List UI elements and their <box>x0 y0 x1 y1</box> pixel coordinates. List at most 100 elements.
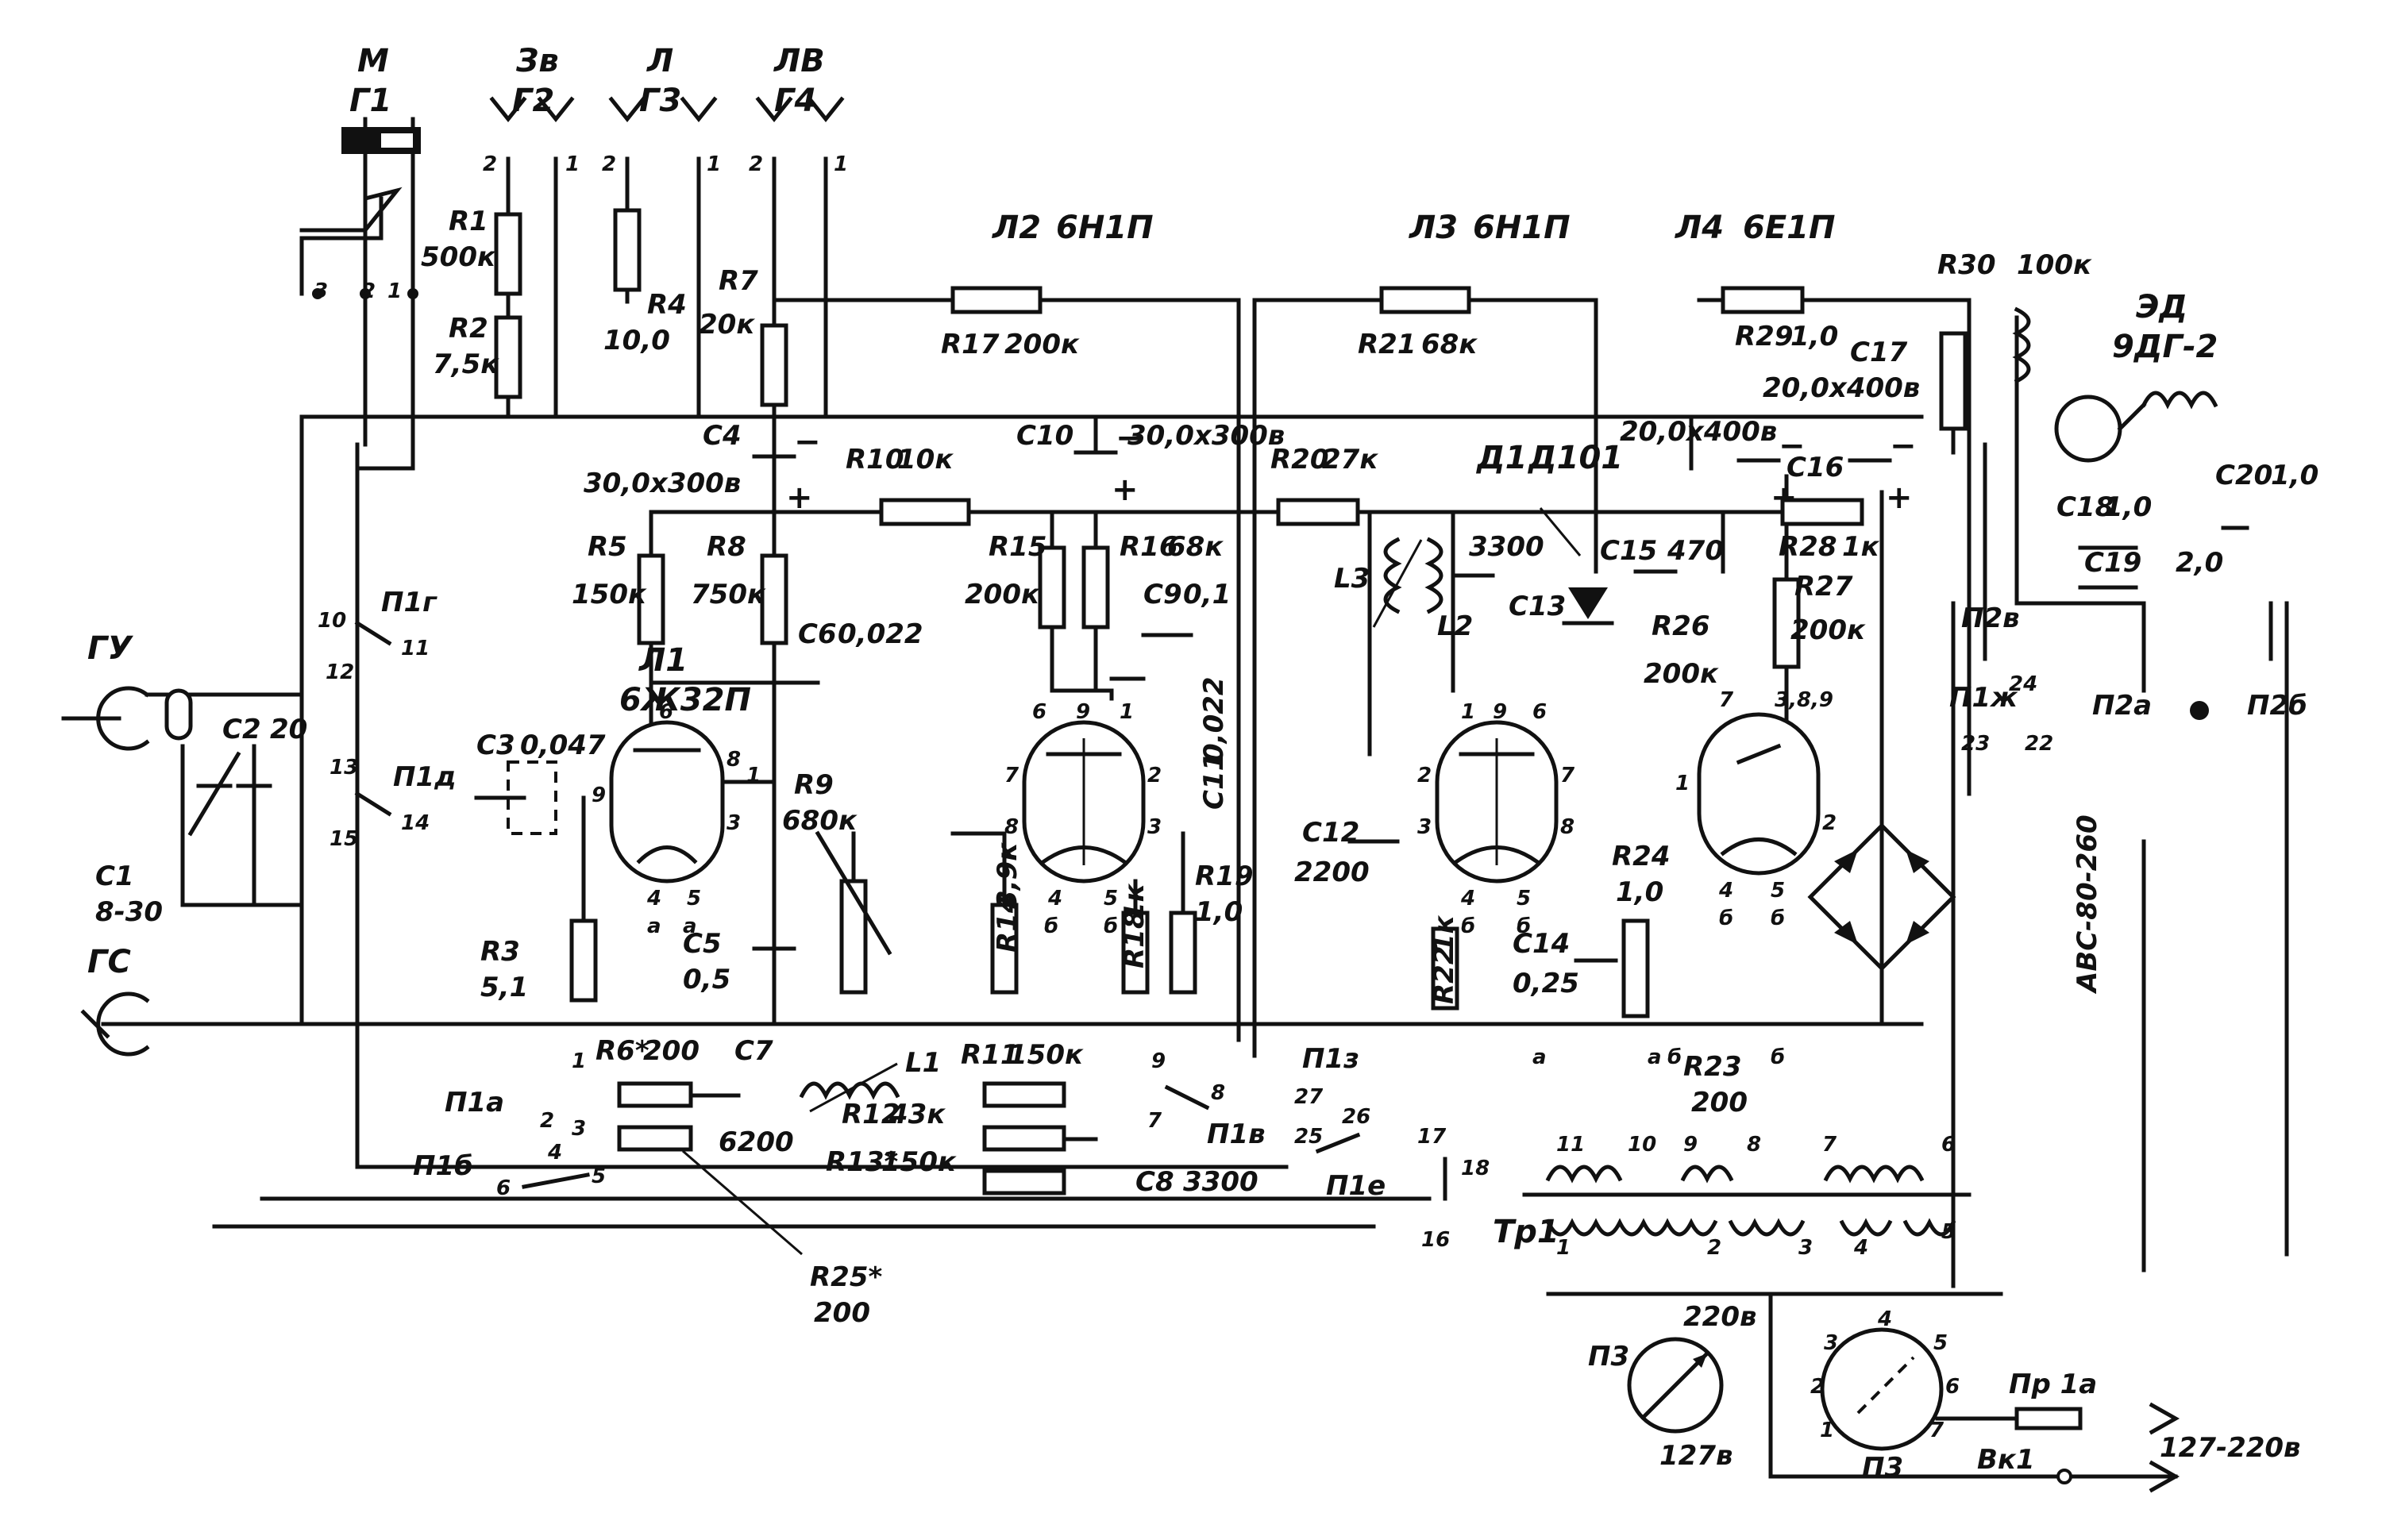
resistor-r3: R3 5,1 <box>480 795 598 1003</box>
r8-ref: R8 <box>707 531 746 563</box>
mains-input-label: 127-220в <box>2160 1432 2301 1464</box>
switch-p1a[interactable]: П1а 1 2 3 4 <box>445 1049 586 1165</box>
r20-ref: R20 <box>1270 444 1329 475</box>
contact-3: 3 <box>572 1117 586 1141</box>
switch-p2b[interactable]: П2б <box>2247 601 2307 722</box>
power-switch-vk1[interactable]: Вк1 <box>1768 1444 2180 1493</box>
g2-pin-1: 1 <box>565 152 580 176</box>
c17-value: 20,0х400в <box>1763 372 1920 404</box>
resistor-r23[interactable]: R23 200 <box>1683 1051 1748 1118</box>
r23-value: 200 <box>1691 1087 1748 1118</box>
g1-ref-label: Г1 <box>349 83 391 119</box>
g3-ref-label: Г3 <box>639 83 681 119</box>
diode-d1: Д1 Д101 <box>1475 440 1623 626</box>
selector-pin-6: 6 <box>1945 1375 1960 1399</box>
r14-value: 3,9к <box>992 842 1023 909</box>
r28-ref: R28 <box>1779 531 1837 563</box>
capacitor-c3: C3 0,047 <box>474 730 606 835</box>
l1-pin-4: 4 <box>646 887 661 911</box>
capacitor-c12: C12 2200 <box>1294 817 1400 888</box>
switch-p1e[interactable]: П1е 17 18 16 <box>1326 1125 1490 1252</box>
l1-pin-1: 1 <box>746 764 761 787</box>
switch-p2v[interactable]: П2в <box>1961 601 2020 661</box>
r12-value: 43к <box>888 1099 946 1130</box>
capacitor-c6: C6 0,022 <box>649 618 923 685</box>
l1-coil-ref: L1 <box>905 1047 941 1079</box>
jack-g1-mic[interactable]: М Г1 3 2 1 <box>299 43 421 303</box>
r17-ref: R17 <box>941 329 1000 360</box>
g2-ref-label: Г2 <box>512 83 554 119</box>
jack-g2-pickup[interactable]: Зв Г2 2 1 <box>483 43 580 176</box>
capacitor-c10: C10 30,0х300в − + <box>1016 420 1285 508</box>
indicator-127: 127в <box>1659 1440 1733 1472</box>
switch-p2a[interactable]: П2а <box>2092 633 2209 722</box>
l2-ref: Л2 <box>992 210 1041 246</box>
switch-p1z[interactable]: П1з 27 26 25 <box>1294 1043 1370 1154</box>
c11-ref: C11 <box>1198 753 1230 810</box>
g3-mode-label: Л <box>646 43 673 79</box>
c9-value: 0,1 <box>1183 579 1231 610</box>
switch-p1v[interactable]: П1в 9 8 7 <box>1147 1049 1266 1150</box>
switch-p1d[interactable]: П1д 13 14 15 <box>330 756 457 851</box>
resistor-r4: R4 10,0 <box>603 208 687 356</box>
resistor-r14: R14 3,9к <box>950 831 1023 995</box>
r11-ref: R11 <box>961 1039 1019 1071</box>
erase-head-gs[interactable]: ГС <box>80 944 150 1057</box>
tube-l3: Л3 6Н1П 1 9 6 2 7 3 8 4 5 б б <box>1409 210 1575 938</box>
jack-g4-line-out[interactable]: ЛВ Г4 2 1 <box>749 43 848 176</box>
l4-pin-389: 3,8,9 <box>1775 688 1833 712</box>
potentiometer-r9[interactable]: R9 680к <box>782 769 892 995</box>
l1-pin-3: 3 <box>727 811 741 835</box>
tr1-tap-a2: а <box>1648 1045 1662 1069</box>
c13-value: 3300 <box>1469 531 1544 563</box>
tr1-tap-b2: б <box>1771 1045 1785 1069</box>
resistor-r30: R30 100к <box>1937 249 2092 455</box>
resistor-r16: R16 68к <box>1081 531 1224 629</box>
switch-p1b[interactable]: П1б 6 5 <box>413 1150 606 1200</box>
contact-18: 18 <box>1461 1157 1490 1180</box>
c3-value: 0,047 <box>520 730 606 761</box>
l1-ref: Л1 <box>638 642 688 679</box>
c11-value: 0,022 <box>1198 676 1230 762</box>
l2-type: 6Н1П <box>1056 210 1154 246</box>
r1-ref: R1 <box>449 206 488 237</box>
l2-pin-9: 9 <box>1076 700 1090 724</box>
selector-pin-7: 7 <box>1929 1419 1945 1442</box>
voltage-indicator-p3[interactable]: П3 220в 127в <box>1588 1301 1757 1472</box>
c1-value: 8-30 <box>95 896 163 928</box>
record-head-gu[interactable]: ГУ <box>61 630 304 751</box>
potentiometer-r24[interactable]: R24 1,0 <box>1612 841 1671 1018</box>
r29-value: 1,0 <box>1790 321 1838 352</box>
speaker-ed: ЭД 9ДГ-2 <box>2112 289 2218 365</box>
r28-value: 1к <box>1842 531 1880 563</box>
c2-value: 20 <box>270 714 307 745</box>
r9-ref: R9 <box>794 769 834 801</box>
capacitor-c18: C18 1,0 <box>2056 491 2152 550</box>
r6-ref: R6* <box>596 1035 649 1067</box>
tr1-tap-a1: а <box>1532 1045 1547 1069</box>
tr1-pin-6: 6 <box>1941 1133 1956 1157</box>
r20-value: 27к <box>1322 444 1378 475</box>
l3-type: 6Н1П <box>1473 210 1571 246</box>
l2-pin-2: 2 <box>1147 764 1162 787</box>
l3-pin-2: 2 <box>1417 764 1432 787</box>
contact-4: 4 <box>547 1141 562 1165</box>
tr1-ref: Тр1 <box>1493 1214 1559 1250</box>
r26-ref: R26 <box>1652 610 1710 642</box>
contact-11: 11 <box>401 637 430 660</box>
switch-p1g[interactable]: П1г 10 11 12 <box>318 587 437 684</box>
l1-type: 6Ж32П <box>619 682 751 718</box>
jack-g3-line[interactable]: Л Г3 2 1 <box>602 43 721 176</box>
g1-pin-1: 1 <box>387 279 402 303</box>
r25-ref: R25* <box>810 1261 882 1293</box>
l4-pin-b1: б <box>1719 907 1733 930</box>
switch-p1zh[interactable]: П1ж 24 23 22 <box>1949 672 2053 756</box>
r27-value: 200к <box>1790 614 1866 646</box>
r18-ref: R18 <box>1119 911 1151 969</box>
contact-17: 17 <box>1417 1125 1447 1149</box>
voltage-selector-p3[interactable]: П3 1 2 3 4 5 6 7 <box>1810 1307 1960 1484</box>
l4-pin-1: 1 <box>1675 772 1690 795</box>
l3-pin-9: 9 <box>1493 700 1507 724</box>
resistor-r17: R17 200к <box>941 286 1080 360</box>
r8-value: 750к <box>691 579 766 610</box>
